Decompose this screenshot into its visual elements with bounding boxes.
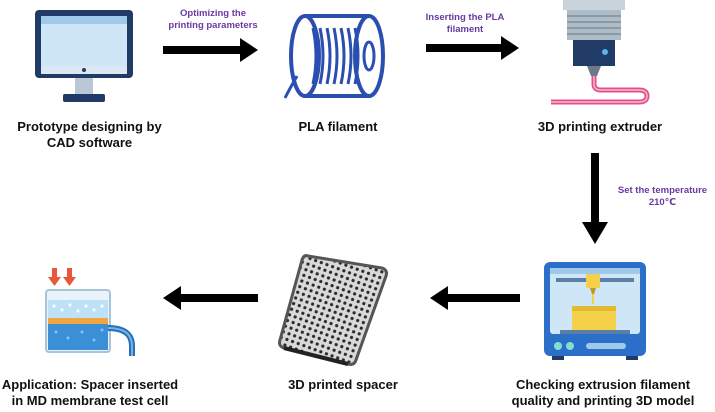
computer-monitor-icon [33, 8, 135, 106]
arrow-cad-to-pla [163, 38, 258, 62]
note-inserting: Inserting the PLA filament [425, 12, 505, 35]
arrow-extruder-to-printer [582, 153, 608, 244]
step-application-caption: Application: Spacer inserted in MD membr… [1, 377, 179, 408]
step-pla-caption: PLA filament [298, 119, 378, 134]
mesh-spacer-icon [278, 250, 393, 368]
filament-spool-icon [283, 6, 393, 106]
note-temperature: Set the temperature 210℃ [617, 185, 708, 208]
3d-printer-icon [542, 260, 648, 360]
arrow-pla-to-extruder [426, 36, 519, 60]
extruder-nozzle-icon [543, 0, 653, 106]
arrow-spacer-to-application [163, 286, 258, 310]
step-cad-caption: Prototype designing by CAD software [17, 119, 162, 150]
arrow-printer-to-spacer [430, 286, 520, 310]
step-spacer-caption: 3D printed spacer [288, 377, 398, 392]
membrane-test-cell-icon [36, 266, 146, 358]
step-extruder-caption: 3D printing extruder [537, 119, 663, 134]
step-check-caption: Checking extrusion filament quality and … [511, 377, 695, 408]
note-optimizing: Optimizing the printing parameters [168, 8, 258, 31]
